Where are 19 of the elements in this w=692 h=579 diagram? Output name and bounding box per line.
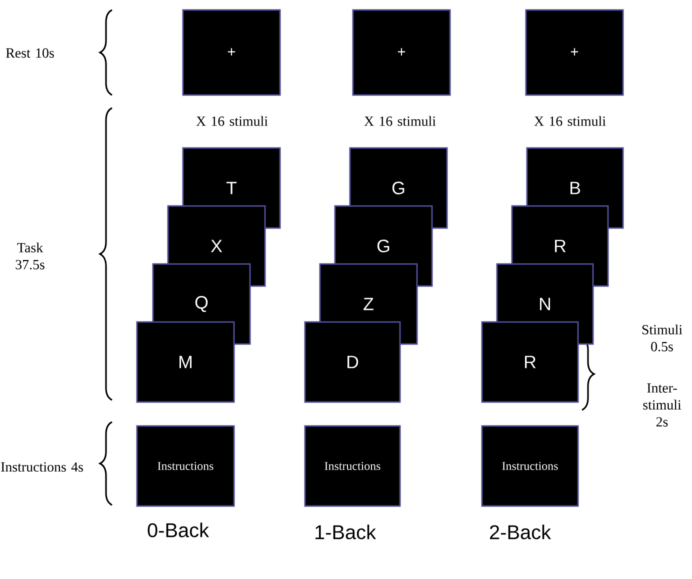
- instruction-screen: Instructions: [136, 425, 235, 507]
- condition-label: 1-Back: [316, 524, 376, 540]
- phase-label: Instructions 4s: [1, 462, 83, 472]
- fixation-screen: +: [525, 9, 624, 96]
- letter-screen: M: [136, 321, 235, 403]
- condition-label: 2-Back: [490, 524, 552, 540]
- letter-screen: D: [304, 321, 401, 403]
- fixation-screen: +: [182, 9, 281, 96]
- timing-label: Stimuli 0.5s: [642, 324, 682, 352]
- repeat-label: X 16 stimuli: [534, 116, 606, 126]
- instruction-screen: Instructions: [481, 425, 579, 507]
- repeat-label: X 16 stimuli: [364, 116, 436, 126]
- instruction-screen: Instructions: [304, 425, 401, 507]
- timing-label: Inter-stimuli 2s: [643, 383, 682, 427]
- phase-label: Rest 10s: [6, 48, 54, 58]
- repeat-label: X 16 stimuli: [196, 116, 268, 126]
- phase-label: Task 37.5s: [16, 242, 44, 270]
- fixation-screen: +: [352, 9, 451, 96]
- letter-screen: R: [481, 321, 579, 403]
